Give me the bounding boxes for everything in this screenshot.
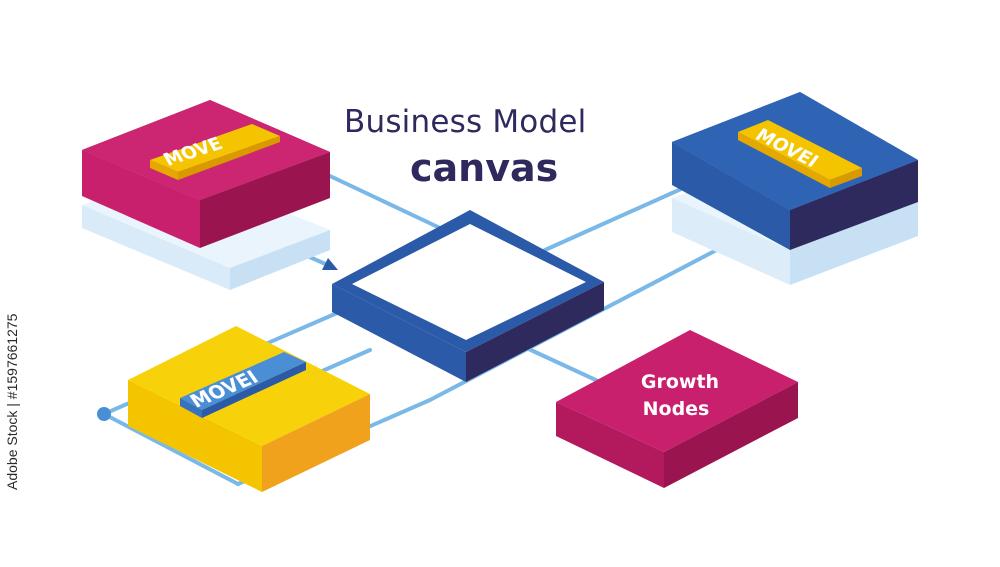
connector-center-topright [543, 183, 692, 252]
connector-topleft-center [328, 174, 442, 230]
title-line1: Business Model [344, 104, 587, 140]
node-top-left: MOVE [82, 100, 330, 290]
node-bottom-right: Growth Nodes [556, 330, 798, 488]
connector-dot-icon [97, 407, 111, 421]
node-center-canvas [332, 210, 604, 382]
node-top-right: MOVEI [672, 92, 918, 285]
connector-center-bottomleft [318, 348, 372, 374]
growth-nodes-label-line2: Nodes [643, 398, 710, 420]
tag-movei-bottom: MOVEI [180, 352, 306, 418]
node-bottom-left: MOVEI [128, 326, 370, 492]
connector-bottom-rail [102, 412, 240, 486]
title-line2: canvas [410, 146, 559, 190]
growth-nodes-label-line1: Growth [641, 371, 719, 393]
connector-center-bottomright [518, 343, 602, 384]
stock-watermark: Adobe Stock | #1597661275 [4, 313, 20, 490]
